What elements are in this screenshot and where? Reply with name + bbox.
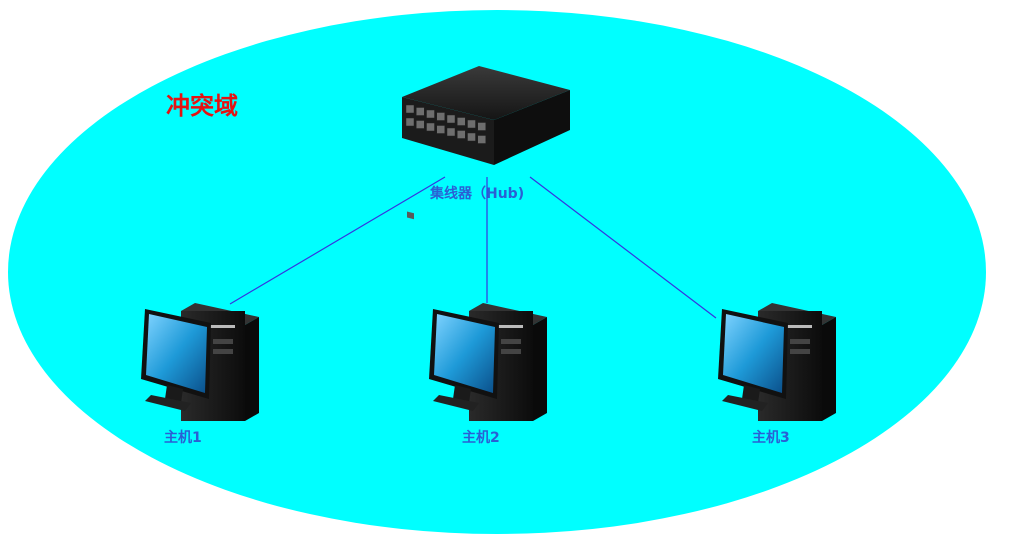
hub-label: 集线器（Hub) [430, 186, 525, 202]
host2-computer-icon [429, 303, 547, 421]
host1-computer-icon [141, 303, 259, 421]
hub-device-icon [402, 66, 570, 220]
collision-domain-label: 冲突域 [166, 92, 238, 120]
host3-computer-icon [718, 303, 836, 421]
link-hub-host3 [529, 176, 717, 319]
host3-label: 主机3 [752, 430, 790, 446]
links [229, 176, 717, 319]
link-hub-host1 [229, 176, 446, 305]
host2-label: 主机2 [462, 430, 500, 446]
host1-label: 主机1 [164, 430, 202, 446]
